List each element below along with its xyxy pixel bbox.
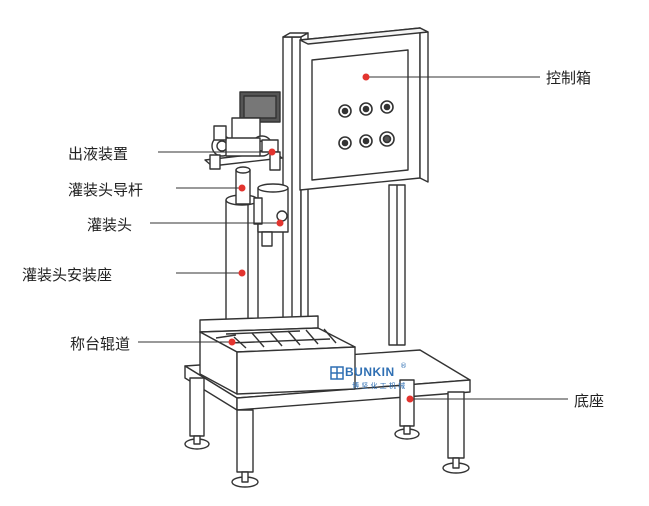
brand-subtitle: 博 坚 化 工 机 械 [352,382,406,390]
marker-filling-head [276,219,284,227]
label-base: 底座 [574,392,605,410]
brand-logo-icon [330,366,344,380]
marker-head-mount [238,269,246,277]
marker-base [406,395,414,403]
label-filling-head: 灌装头 [87,216,133,234]
label-control-box: 控制箱 [546,69,592,87]
base-legs [189,377,465,473]
label-roller-conveyor: 称台辊道 [70,335,131,353]
outlet-device [204,91,283,171]
marker-control-box [362,73,370,81]
base-feet [184,425,470,488]
control-box-column [388,184,406,346]
marker-guide-rod [238,184,246,192]
roller-conveyor [199,315,356,395]
brand-registered: ® [400,362,407,370]
marker-outlet-device [268,148,276,156]
brand-name: BUNKIN [345,365,395,379]
control-buttons [338,100,395,150]
marker-roller-conveyor [228,338,236,346]
label-outlet-device: 出液装置 [68,145,129,163]
label-guide-rod: 灌装头导杆 [68,181,144,199]
label-head-mount: 灌装头安装座 [22,266,113,284]
filling-head [253,183,289,247]
